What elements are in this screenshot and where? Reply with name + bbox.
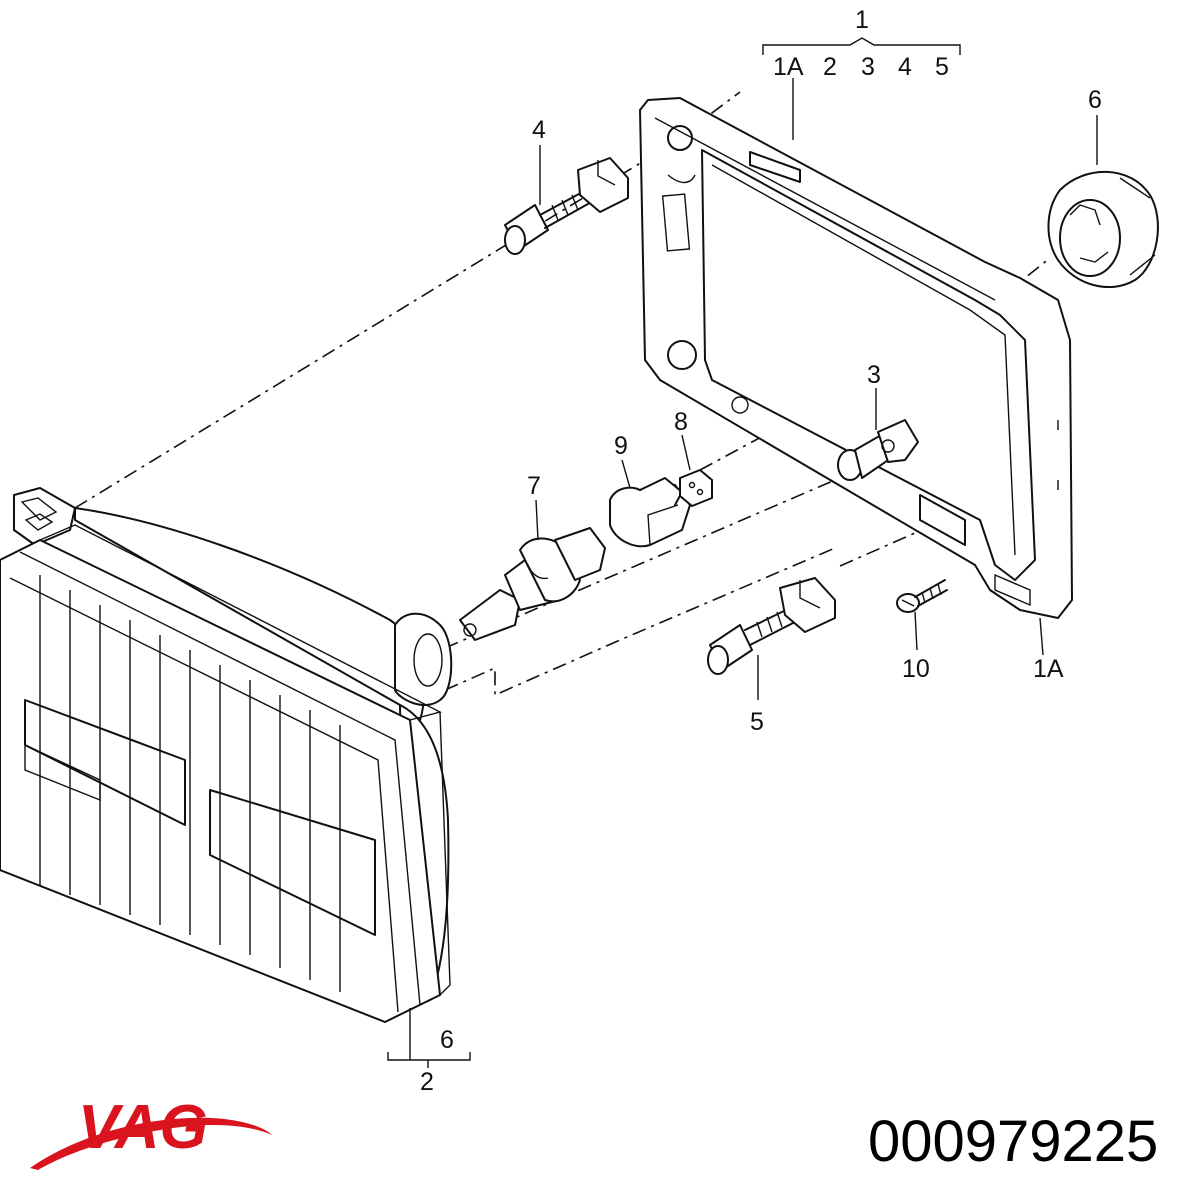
callout-labels: 1 1A 2 3 4 5 4 6 3 8 9 7 10 1A 5 6 2	[420, 6, 1102, 1096]
callout-group-1: 1	[855, 6, 869, 34]
brand-logo: VAG	[30, 1093, 272, 1170]
callout-group-1-item-1a: 1A	[773, 53, 804, 81]
callout-group-1-item-4: 4	[898, 53, 912, 81]
headlamp-frame	[639, 97, 1073, 619]
callout-part-3: 3	[867, 361, 881, 389]
callout-group-1-item-3: 3	[861, 53, 875, 81]
callout-group-1-item-2: 2	[823, 53, 837, 81]
leader-lines	[387, 37, 1098, 1068]
tapping-screw	[896, 579, 948, 613]
callout-part-5: 5	[750, 708, 764, 736]
adjuster-screw-bottom	[707, 577, 836, 675]
callout-part-6: 6	[1088, 86, 1102, 114]
callout-part-9: 9	[614, 432, 628, 460]
retaining-ring	[1047, 170, 1159, 289]
callout-part-7: 7	[527, 472, 541, 500]
headlamp-unit	[0, 487, 453, 1023]
callout-part-2: 2	[420, 1068, 434, 1096]
bulb	[459, 527, 606, 641]
callout-frame-1a: 1A	[1033, 655, 1064, 683]
adjuster-element	[837, 419, 919, 481]
callout-part-8: 8	[674, 408, 688, 436]
adjuster-screw-top	[504, 157, 629, 255]
callout-group-1-item-5: 5	[935, 53, 949, 81]
connector	[609, 477, 691, 548]
part-number: 000979225	[868, 1109, 1159, 1174]
callout-part-10: 10	[902, 655, 930, 683]
callout-part-2-sub-6: 6	[440, 1026, 454, 1054]
clip	[679, 469, 713, 507]
brand-logo-text: VAG	[78, 1093, 208, 1162]
callout-part-4: 4	[532, 116, 546, 144]
